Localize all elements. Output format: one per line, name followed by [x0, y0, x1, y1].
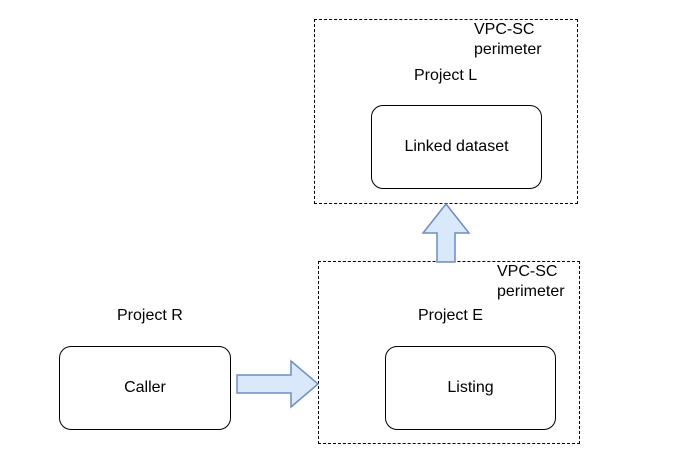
project-label-r: Project R: [117, 307, 183, 324]
linked-dataset-node: Linked dataset: [371, 105, 542, 189]
up-arrow-shape: [421, 202, 471, 263]
right-arrow-icon: [236, 359, 320, 409]
right-arrow-shape: [236, 359, 320, 409]
listing-node: Listing: [385, 346, 556, 430]
caller-node: Caller: [59, 346, 231, 430]
up-arrow-icon: [421, 202, 471, 263]
perimeter-label-line2: perimeter: [474, 41, 542, 58]
perimeter-label-line1: VPC-SC: [497, 263, 558, 280]
perimeter-label-line1: VPC-SC: [474, 21, 535, 38]
perimeter-label-line2: perimeter: [497, 283, 565, 300]
project-label-l: Project L: [414, 67, 478, 84]
perimeter-label-project-l: VPC-SC perimeter: [474, 20, 542, 60]
perimeter-label-project-e: VPC-SC perimeter: [497, 262, 565, 302]
project-label-e: Project E: [418, 307, 483, 324]
